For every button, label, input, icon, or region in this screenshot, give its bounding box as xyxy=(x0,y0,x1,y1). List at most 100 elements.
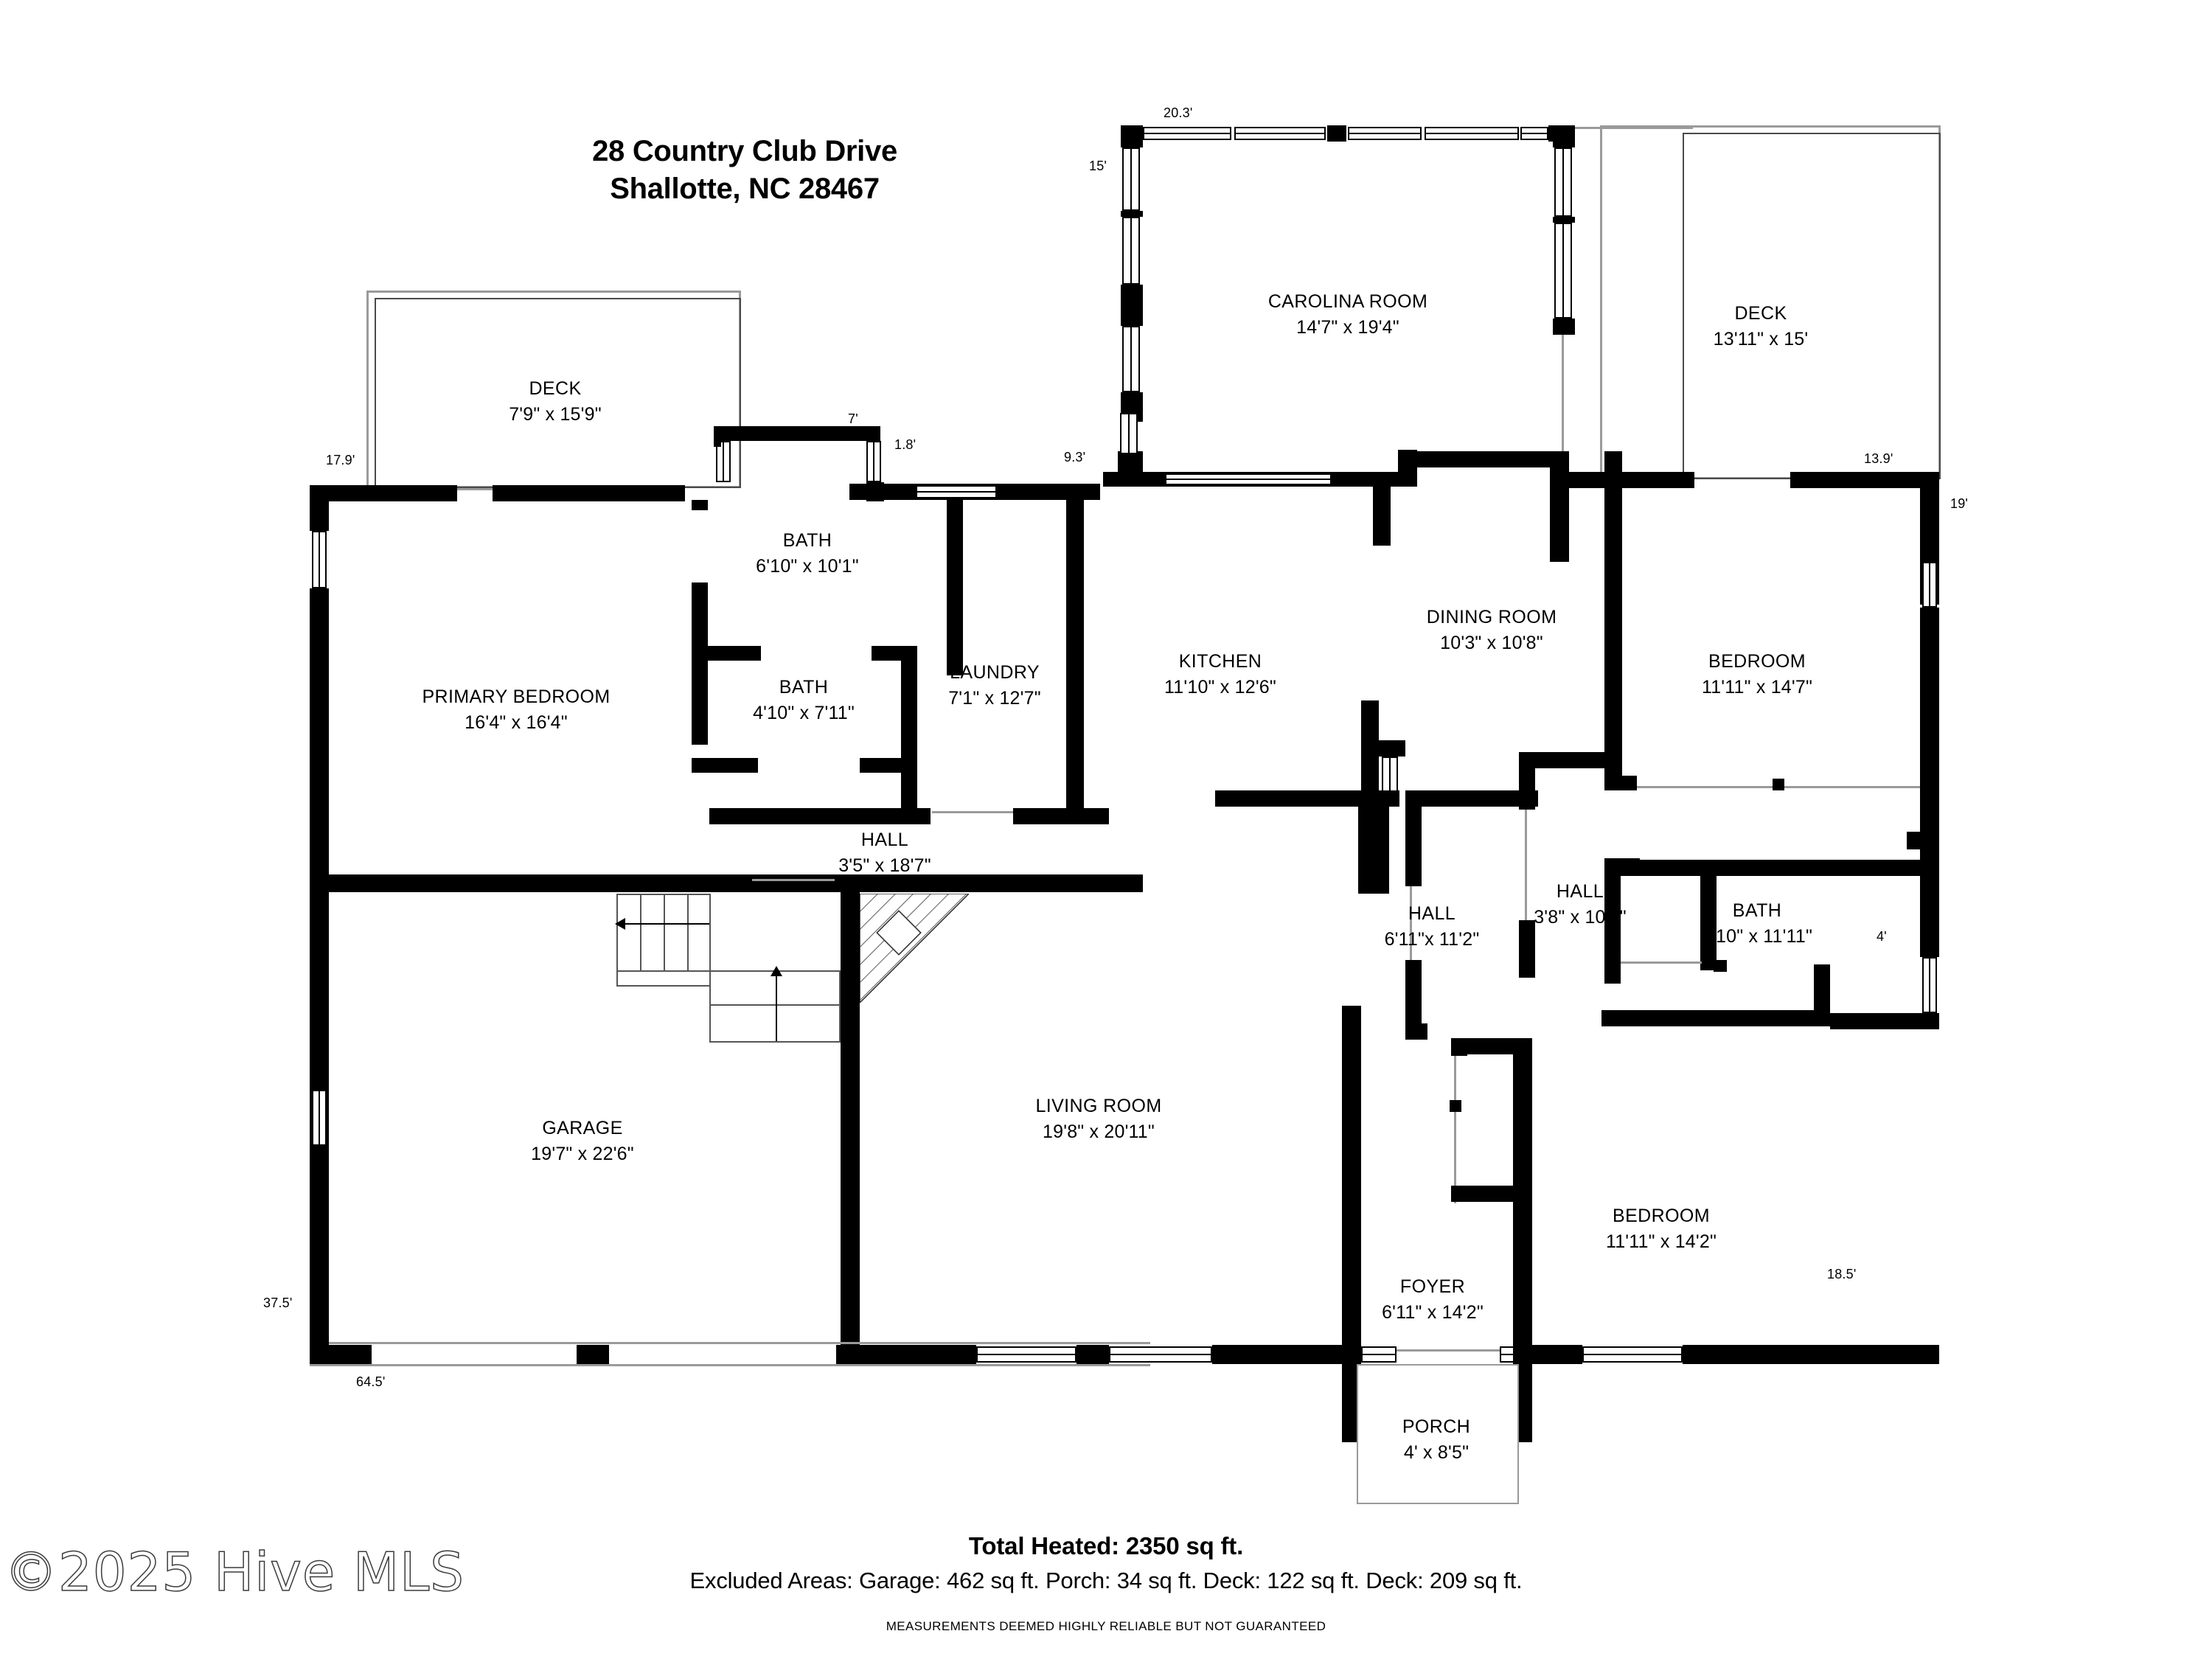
wall-north-bath-block xyxy=(651,485,685,501)
wall-foyer-east xyxy=(1513,1038,1532,1363)
page-title: 28 Country Club Drive Shallotte, NC 2846… xyxy=(560,133,929,208)
wall-carolina-top-right-post xyxy=(1548,125,1575,142)
wall-west-primary xyxy=(310,588,329,883)
wall-hall-main-vert xyxy=(841,874,860,1361)
window-carolina-left-c xyxy=(1122,326,1140,392)
wall-bath-east-left xyxy=(1604,874,1621,984)
dimension-west-wall: 37.5' xyxy=(263,1295,293,1310)
foyer-closet-line xyxy=(1454,1056,1456,1203)
wall-closet-ne-tick xyxy=(1773,779,1784,790)
window-carolina-top-c xyxy=(1348,127,1422,140)
window-north-left-jamb xyxy=(1120,413,1138,454)
wall-kitchen-pantry-block xyxy=(1358,793,1389,894)
stair-hatch-area xyxy=(860,894,969,1003)
stair-lower-run xyxy=(709,970,841,1043)
dimension-top-carolina: 20.3' xyxy=(1164,105,1193,120)
dimension-deck-right-bottom: 13.9' xyxy=(1864,451,1893,466)
room-label-hall-main: HALL 3'5" x 18'7" xyxy=(838,830,931,876)
deck-right-top-edge xyxy=(1575,127,1693,129)
room-label-kitchen: KITCHEN 11'10" x 12'6" xyxy=(1164,651,1276,698)
window-bath-left xyxy=(716,441,731,482)
wall-south-living-b xyxy=(1077,1345,1109,1364)
window-east-bath xyxy=(1922,957,1937,1013)
window-north-kitchen xyxy=(1165,473,1332,485)
wall-foyer-closet-bottom xyxy=(1451,1186,1519,1202)
wall-bath2-bottom-l xyxy=(692,758,758,773)
room-label-dining-room: DINING ROOM 10'3" x 10'8" xyxy=(1426,607,1557,653)
window-carolina-left-b xyxy=(1122,217,1140,285)
dimension-bath-right: 1.8' xyxy=(894,437,917,452)
wall-south-bedroom-se-b xyxy=(1683,1345,1939,1364)
window-carolina-left-a xyxy=(1122,147,1140,211)
wall-bath-east-top xyxy=(1604,860,1939,876)
dimension-deck-left-side: 17.9' xyxy=(326,453,355,467)
wall-dining-stub xyxy=(1373,487,1391,546)
wall-bath-east-right xyxy=(1814,964,1830,1026)
deck-left-outline xyxy=(366,291,741,488)
deck-right-outline xyxy=(1600,125,1941,479)
dimension-kitchen-top: 9.3' xyxy=(1064,450,1086,465)
room-label-laundry: LAUNDRY 7'1" x 12'7" xyxy=(948,662,1041,709)
room-label-bedroom-se: BEDROOM 11'11" x 14'2" xyxy=(1605,1206,1717,1252)
room-label-garage: GARAGE 19'7" x 22'6" xyxy=(531,1118,634,1164)
stair-tread-3 xyxy=(687,894,689,972)
stair-arrow-left-head xyxy=(615,918,625,930)
wall-carolina-top-left-post xyxy=(1121,125,1143,142)
wall-north-dining-post xyxy=(1398,450,1417,487)
dimension-south-wall: 64.5' xyxy=(356,1374,386,1389)
porch-outline xyxy=(1357,1364,1519,1504)
excluded-areas-text: Excluded Areas: Garage: 462 sq ft. Porch… xyxy=(689,1568,1523,1593)
window-kitchen-pantry xyxy=(1382,757,1398,792)
porch-top-gap xyxy=(1397,1349,1500,1352)
window-laundry-north xyxy=(916,485,997,498)
window-south-bedroom-se xyxy=(1582,1346,1683,1363)
wall-northeast-top xyxy=(1790,472,1939,488)
window-carolina-top-a xyxy=(1143,127,1231,140)
wall-foyer-top xyxy=(1451,1038,1519,1054)
wall-north-primary-right xyxy=(493,485,651,501)
wall-bath-east-bottom xyxy=(1601,1010,1830,1026)
bath-east-vanity xyxy=(1621,961,1702,964)
hall-main-gap xyxy=(752,879,835,881)
wall-foyer-top-stub xyxy=(1451,1038,1467,1056)
address-line-2: Shallotte, NC 28467 xyxy=(610,173,880,206)
stair-hatch-icon xyxy=(860,894,969,1003)
dimension-east-wall: 19' xyxy=(1950,496,1969,511)
carolina-right-open xyxy=(1562,335,1564,453)
window-east-upper xyxy=(1922,562,1937,608)
wall-hall-center-top xyxy=(1405,790,1538,807)
window-primary-west xyxy=(312,531,327,588)
window-garage-west xyxy=(312,1090,327,1146)
wall-bath-east-tick xyxy=(1714,960,1727,972)
stair-arrow-up-shaft xyxy=(776,972,777,1041)
hall-east-door-gap xyxy=(1525,810,1527,920)
wall-south-bedroom-se-a xyxy=(1532,1345,1582,1364)
room-label-porch: PORCH 4' x 8'5" xyxy=(1402,1416,1471,1463)
window-bath-right xyxy=(866,441,881,482)
wall-east-mid xyxy=(1920,608,1939,860)
wall-bath2-east xyxy=(901,646,917,821)
wall-foyer-closet-tick xyxy=(1450,1100,1461,1112)
window-south-living-a xyxy=(976,1346,1077,1363)
wall-bedroom-ne-west xyxy=(1604,451,1622,776)
room-label-carolina-room: CAROLINA ROOM 14'7" x 19'4" xyxy=(1267,291,1428,338)
wall-hall-east-lower xyxy=(1519,920,1535,978)
wall-carolina-right-upper xyxy=(1553,140,1575,147)
wall-closet-ne-left xyxy=(1604,776,1637,790)
room-label-hall-center: HALL 6'11"x 11'2" xyxy=(1384,903,1480,950)
wall-bath2-bottom-r xyxy=(860,758,901,773)
wall-bath-east xyxy=(947,500,963,675)
room-label-bath-second: BATH 4'10" x 7'11" xyxy=(753,677,855,723)
watermark: ©2025 Hive MLS xyxy=(4,1540,465,1604)
dimension-east-jog: 4' xyxy=(1877,929,1887,944)
total-heated-text: Total Heated: 2350 sq ft. xyxy=(968,1532,1244,1559)
wall-carolina-left-mull2 xyxy=(1121,285,1143,326)
disclaimer-text: MEASUREMENTS DEEMED HIGHLY RELIABLE BUT … xyxy=(886,1619,1326,1633)
stair-arrow-left-shaft xyxy=(624,923,709,925)
address-line-1: 28 Country Club Drive xyxy=(592,135,897,167)
wall-kitchen-south xyxy=(1215,790,1399,807)
wall-east-lower xyxy=(1830,1013,1939,1029)
wall-laundry-kitchen xyxy=(1066,500,1084,817)
wall-bath-west-lower xyxy=(692,582,708,745)
wall-south-living-c xyxy=(1212,1345,1342,1364)
